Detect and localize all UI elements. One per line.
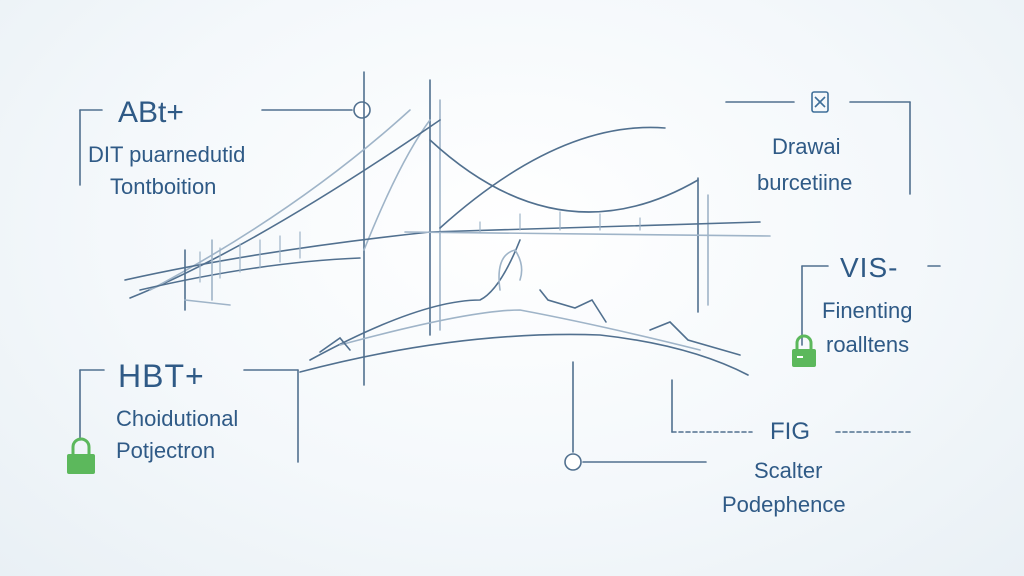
bridge-cable — [363, 119, 431, 251]
document-icon — [811, 91, 829, 113]
lock-icon — [67, 437, 95, 474]
shore — [319, 336, 351, 353]
panel-top-left-line2: Tontboition — [110, 174, 217, 199]
node-circle — [353, 101, 371, 119]
bridge-cable — [439, 126, 666, 229]
lock-icon — [792, 334, 816, 367]
panel-bottom-left-heading: HBT+ — [118, 358, 205, 394]
road — [339, 309, 701, 351]
bridge-cable — [149, 109, 411, 291]
shore — [649, 321, 741, 356]
bridge-cable — [429, 139, 699, 213]
road — [498, 249, 523, 291]
shore — [539, 289, 607, 323]
panel-bottom-right-line2: Podephence — [722, 492, 846, 517]
bridge-deck — [124, 221, 761, 281]
panel-bottom-right-heading: FIG — [770, 418, 810, 445]
panel-top-right-line1: Drawai — [772, 134, 841, 159]
bridge-deck — [139, 257, 361, 291]
panel-middle-right-heading: VIS- — [840, 252, 899, 283]
road — [309, 239, 521, 361]
panel-bottom-left-line2: Potjectron — [116, 438, 216, 463]
panel-bottom-left-line1: Choidutional — [116, 406, 239, 431]
panel-top-left-heading: ABt+ — [118, 96, 184, 129]
panel-middle-right-line1: Finenting — [822, 298, 913, 323]
bridge-deck — [404, 231, 771, 237]
node-circle — [564, 453, 582, 471]
panel-top-right-line2: burcetiine — [757, 170, 853, 195]
panel-bottom-right-line1: Scalter — [754, 458, 823, 483]
road — [299, 333, 749, 376]
panel-top-left-line1: DIT puarnedutid — [88, 142, 246, 167]
panel-middle-right-line2: roalltens — [826, 332, 910, 357]
